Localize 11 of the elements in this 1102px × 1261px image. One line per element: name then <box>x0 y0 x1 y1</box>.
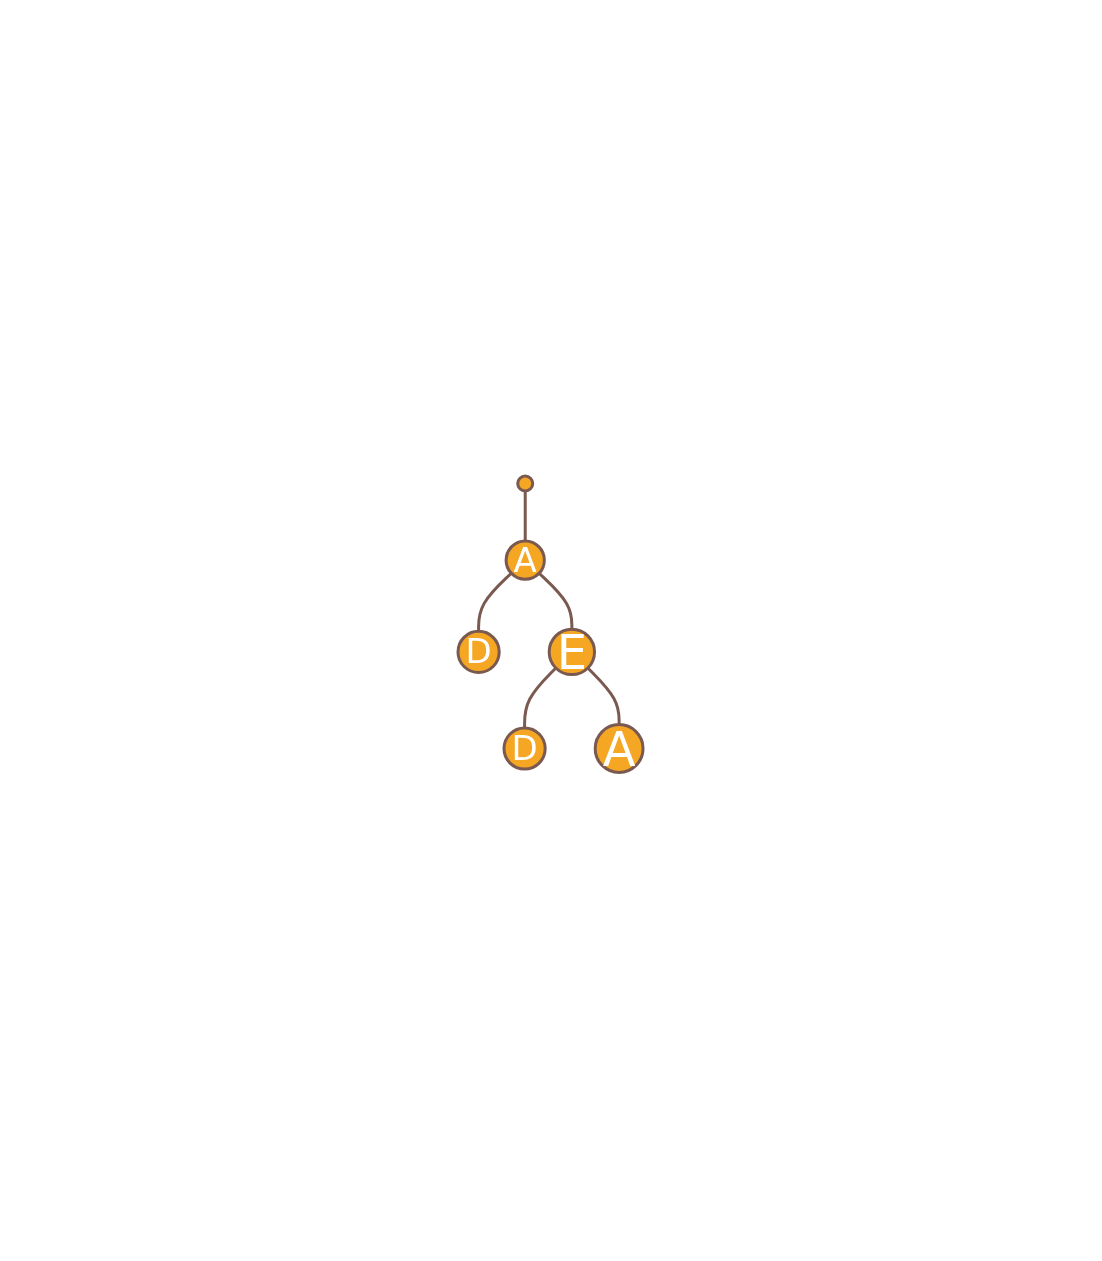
node-circle: D <box>503 726 548 771</box>
connector <box>523 667 558 729</box>
node-circle: A <box>505 539 547 581</box>
connector <box>477 572 513 632</box>
node-circle: D <box>457 630 502 675</box>
node-circle: A <box>594 723 645 775</box>
node-circle: E <box>548 628 597 677</box>
connector <box>524 491 528 542</box>
connector <box>587 667 622 725</box>
connector <box>538 572 574 630</box>
node-circle <box>516 474 535 493</box>
